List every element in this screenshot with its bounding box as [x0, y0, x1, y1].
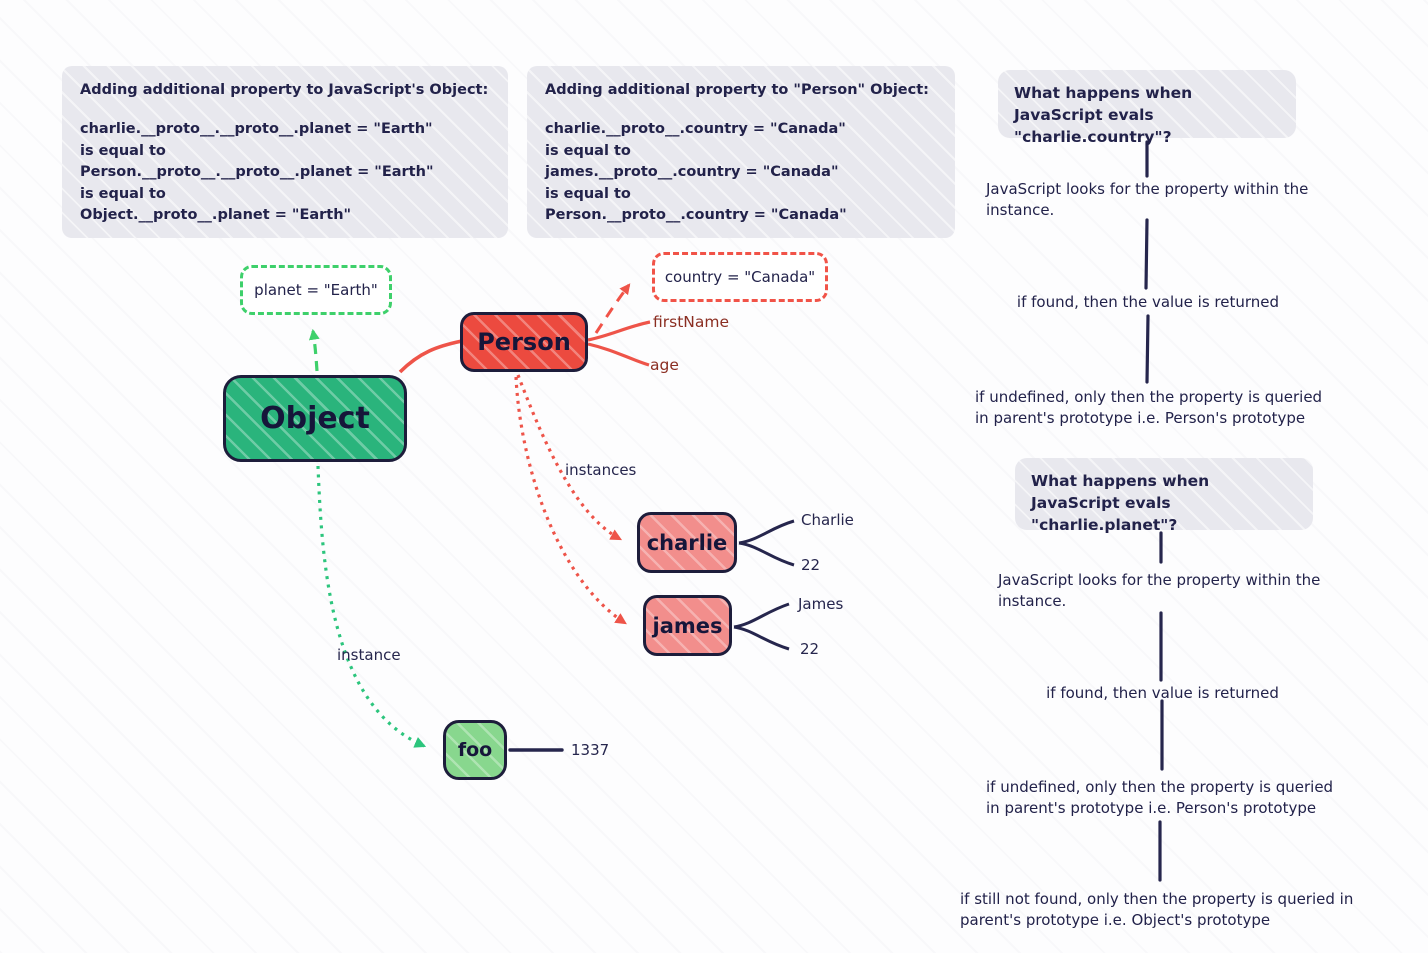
code-line: Person.__proto__.country = "Canada": [545, 207, 847, 223]
label-james-age: 22: [800, 640, 820, 658]
flow2-step-2: if found, then value is returned: [1046, 684, 1279, 702]
bracket-charlie-name: [738, 519, 795, 545]
flow1-line-3: [1145, 314, 1150, 384]
label-age: age: [650, 356, 679, 374]
country-property-box: country = "Canada": [652, 252, 828, 302]
object-node: Object: [223, 375, 407, 462]
code-line: Object.__proto__.planet = "Earth": [80, 207, 352, 223]
james-node: james: [643, 595, 732, 656]
note-title: Adding additional property to JavaScript…: [80, 82, 489, 98]
code-line: james.__proto__.country = "Canada": [545, 164, 839, 180]
charlie-node: charlie: [637, 512, 737, 573]
bracket-james-age: [733, 625, 790, 651]
code-line: is equal to: [80, 185, 166, 202]
foo-node: foo: [443, 720, 507, 780]
flow1-step-2: if found, then the value is returned: [1016, 293, 1280, 311]
bracket-james-name: [733, 602, 790, 629]
label-instance: instance: [337, 646, 401, 664]
arrow-person-to-james: [514, 376, 627, 625]
code-line: charlie.__proto__.__proto__.planet = "Ea…: [80, 121, 433, 137]
note-code: charlie.__proto__.__proto__.planet = "Ea…: [80, 119, 490, 227]
bracket-charlie-age: [738, 541, 795, 567]
code-line: is equal to: [545, 142, 631, 159]
label-charlie-name: Charlie: [801, 511, 854, 529]
edge-person-to-firstname: [587, 320, 651, 342]
note-js-object: Adding additional property to JavaScript…: [62, 66, 508, 238]
flow2-step-3: if undefined, only then the property is …: [986, 778, 1334, 817]
label-firstname: firstName: [653, 313, 730, 331]
code-line: is equal to: [545, 185, 631, 202]
question-charlie-planet: What happens when JavaScript evals "char…: [1015, 458, 1313, 534]
note-title: Adding additional property to "Person" O…: [545, 82, 929, 98]
code-line: charlie.__proto__.country = "Canada": [545, 121, 846, 137]
planet-property-box: planet = "Earth": [240, 265, 392, 315]
edge-person-to-age: [587, 342, 650, 367]
code-line: is equal to: [80, 142, 166, 159]
arrow-object-to-foo: [316, 465, 427, 748]
flow1-step-1: JavaScript looks for the property within…: [986, 180, 1309, 219]
label-foo-value: 1337: [571, 741, 610, 759]
label-charlie-age: 22: [801, 556, 821, 574]
note-code: charlie.__proto__.country = "Canada" is …: [545, 119, 937, 227]
code-line: Person.__proto__.__proto__.planet = "Ear…: [80, 164, 434, 180]
arrow-object-to-planet: [308, 328, 320, 372]
flow1-line-2: [1144, 218, 1149, 290]
label-instances: instances: [565, 461, 637, 479]
flow2-step-4: if still not found, only then the proper…: [960, 890, 1354, 929]
edge-object-to-person: [398, 339, 463, 374]
arrow-person-to-charlie: [516, 374, 623, 541]
flow2-step-1: JavaScript looks for the property within…: [998, 571, 1321, 610]
label-james-name: James: [798, 595, 844, 613]
arrow-person-to-country: [594, 283, 631, 334]
note-person-object: Adding additional property to "Person" O…: [527, 66, 955, 238]
person-node: Person: [460, 312, 588, 372]
question-charlie-country: What happens when JavaScript evals "char…: [998, 70, 1296, 146]
flow1-step-3: if undefined, only then the property is …: [975, 388, 1323, 427]
